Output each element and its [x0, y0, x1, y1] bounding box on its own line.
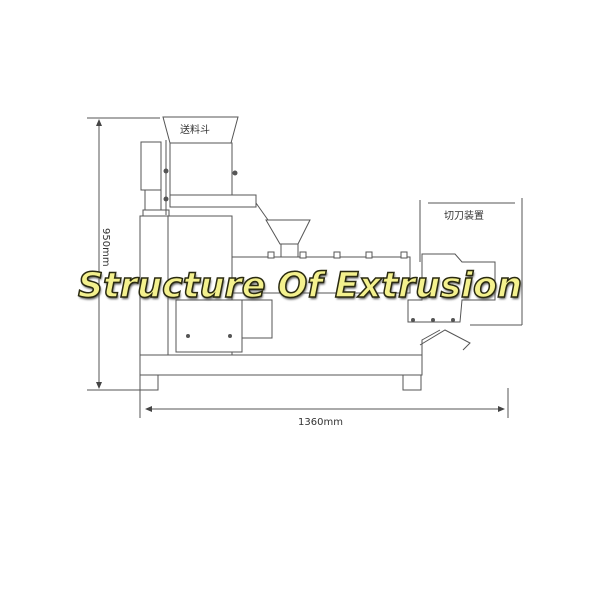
width-dimension: 1360mm	[139, 385, 509, 428]
extrusion-barrel	[231, 251, 411, 294]
feed-hopper-label: 送料斗	[180, 123, 210, 136]
cutter-device: 切刀装置	[407, 198, 523, 351]
feed-hopper: 送料斗	[162, 116, 239, 199]
height-label: 950mm	[100, 228, 111, 267]
cutter-device-label: 切刀装置	[444, 209, 484, 222]
height-dimension: 950mm	[87, 117, 160, 391]
main-motor	[175, 299, 273, 353]
feeder-funnel	[169, 194, 311, 259]
diagram-title: Structure Of Extrusion	[77, 265, 523, 307]
drive-motor-top	[140, 140, 170, 217]
width-label: 1360mm	[298, 417, 343, 428]
base-frame	[139, 329, 441, 391]
